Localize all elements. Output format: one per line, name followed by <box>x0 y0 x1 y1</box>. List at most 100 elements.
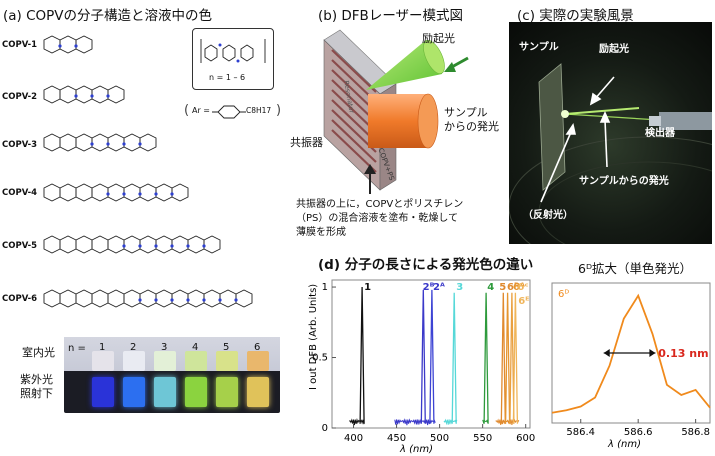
spectrum-peak <box>483 292 489 424</box>
vial-label: 6 <box>254 342 261 353</box>
repeat-n-label: n = 1 – 6 <box>209 73 246 82</box>
vial-label: 2 <box>130 342 137 353</box>
molecule-label: COPV-4 <box>2 188 38 198</box>
molecule-label: COPV-3 <box>2 140 38 150</box>
detector-body <box>659 112 712 130</box>
molecule-label: COPV-1 <box>2 40 38 50</box>
film-arrowhead <box>364 164 376 174</box>
dfb-diagram: COPV+PS Resonator 励起光 サンプル からの発光 共振器 <box>284 22 504 232</box>
vial-room <box>216 351 238 371</box>
molecule-label: COPV-2 <box>2 92 38 102</box>
excitation-label: 励起光 <box>422 32 455 45</box>
peak-label: 6ᴬ <box>513 282 525 293</box>
spectrum-line <box>551 293 711 414</box>
y-axis-label: I out DFB (Arb. Units) <box>308 284 319 390</box>
plot-frame <box>331 279 531 429</box>
x-tick-label: 586.6 <box>624 427 653 438</box>
excitation-beam <box>366 40 442 90</box>
spectrum-peak <box>512 292 519 424</box>
spectrum-peak <box>359 286 365 424</box>
spectrum-peak <box>504 292 511 424</box>
vial-label: 3 <box>161 342 168 353</box>
spectrum-peak <box>420 289 426 424</box>
repeat-unit-drawing <box>200 39 266 63</box>
photo-detector-label: 検出器 <box>645 128 675 139</box>
vial-uv <box>123 377 145 407</box>
ar-label: Ar = <box>192 106 211 115</box>
baseline-noise <box>443 418 458 426</box>
vial-uv <box>185 377 207 407</box>
detector-tip <box>649 116 661 126</box>
sample-holder <box>538 63 566 191</box>
fwhm-arrow-left <box>603 349 610 357</box>
vial-label: 4 <box>192 342 199 353</box>
vial-uv <box>216 377 238 407</box>
sample-spot <box>561 110 569 118</box>
panel-e-title: 6ᴰ拡大（単色発光） <box>578 261 693 276</box>
vial-n-prefix: n = <box>68 343 86 354</box>
dfb-note: 共振器の上に，COPVとポリスチレン （PS）の混合溶液を塗布・乾燥して 薄膜を… <box>296 199 464 238</box>
y-tick-label: 0.5 <box>312 353 328 364</box>
alkyl-chain: C8H17 <box>246 106 272 115</box>
excitation-arrowhead <box>444 62 456 72</box>
panel-b-title: (b) DFBレーザー模式図 <box>318 8 464 24</box>
phenyl-ring <box>212 105 246 119</box>
x-tick-label: 600 <box>516 433 535 444</box>
photo-excitation-label: 励起光 <box>599 44 629 55</box>
emission-beam-photo <box>564 113 660 121</box>
x-tick-label: 550 <box>473 433 492 444</box>
spectrum-peak <box>451 292 457 424</box>
grating-lines <box>331 49 377 173</box>
peak-label: 5 <box>499 282 506 293</box>
vial-room <box>247 351 269 371</box>
peak-label: 2ᴮ <box>423 282 435 293</box>
molecule-drawings <box>43 35 253 308</box>
baseline-noise <box>349 417 365 426</box>
x-axis-label: λ (nm) <box>607 439 641 450</box>
fwhm-arrow-right <box>649 349 656 357</box>
y-tick-label: 0 <box>322 423 328 434</box>
vial-photo: n = 1 2 3 4 5 6 <box>64 337 280 413</box>
emission-label: サンプル からの発光 <box>444 106 499 133</box>
x-axis-label: λ (nm) <box>399 444 433 454</box>
peak-label: 4 <box>487 282 494 293</box>
bracket-right: ) <box>276 103 282 118</box>
molecule-label: COPV-6 <box>2 294 38 304</box>
x-tick-label: 400 <box>344 433 363 444</box>
uv-light-label: 紫外光 照射下 <box>20 373 53 400</box>
experiment-photo: サンプル 励起光 検出器 サンプルからの発光 （反射光） <box>509 22 712 244</box>
peak-label: 6ᴱ <box>518 296 529 307</box>
repeat-unit-inset: n = 1 – 6 <box>192 28 274 90</box>
series-label: 6ᴰ <box>558 289 569 300</box>
vial-room <box>123 351 145 371</box>
peak-label: 2ᴬ <box>433 282 445 293</box>
emission-beam-end <box>417 93 439 149</box>
vial-label: 5 <box>223 342 230 353</box>
x-tick-label: 586.4 <box>566 427 595 438</box>
peak-label: 1 <box>364 282 371 293</box>
spectrum-peak <box>429 289 435 424</box>
vial-label: 1 <box>99 342 106 353</box>
ar-definition: ( Ar = C8H17 ) <box>184 100 282 122</box>
baseline-noise <box>482 419 489 424</box>
peak-label: 6ᶜ <box>517 282 528 293</box>
vial-room <box>92 351 114 371</box>
spectrum-peak <box>500 292 506 424</box>
spectrum-peak <box>509 292 515 424</box>
panel-c-title: (c) 実際の実験風景 <box>517 8 634 24</box>
experiment-scene <box>509 63 712 244</box>
baseline-noise <box>394 417 436 426</box>
vial-room <box>154 351 176 371</box>
x-tick-label: 586.8 <box>681 427 710 438</box>
panel-a-title: (a) COPVの分子構造と溶液中の色 <box>3 8 213 24</box>
peak-label: 6ᴰ <box>507 282 519 293</box>
vial-uv <box>92 377 114 407</box>
excitation-beam-photo <box>564 107 640 115</box>
vial-uv <box>154 377 176 407</box>
plot-frame <box>551 282 711 424</box>
excitation-beam-end <box>423 40 445 74</box>
molecule-structures: COPV-1 COPV-2 COPV-3 COPV-4 COPV-5 COPV-… <box>2 26 282 326</box>
bracket-left: ( <box>184 103 190 118</box>
